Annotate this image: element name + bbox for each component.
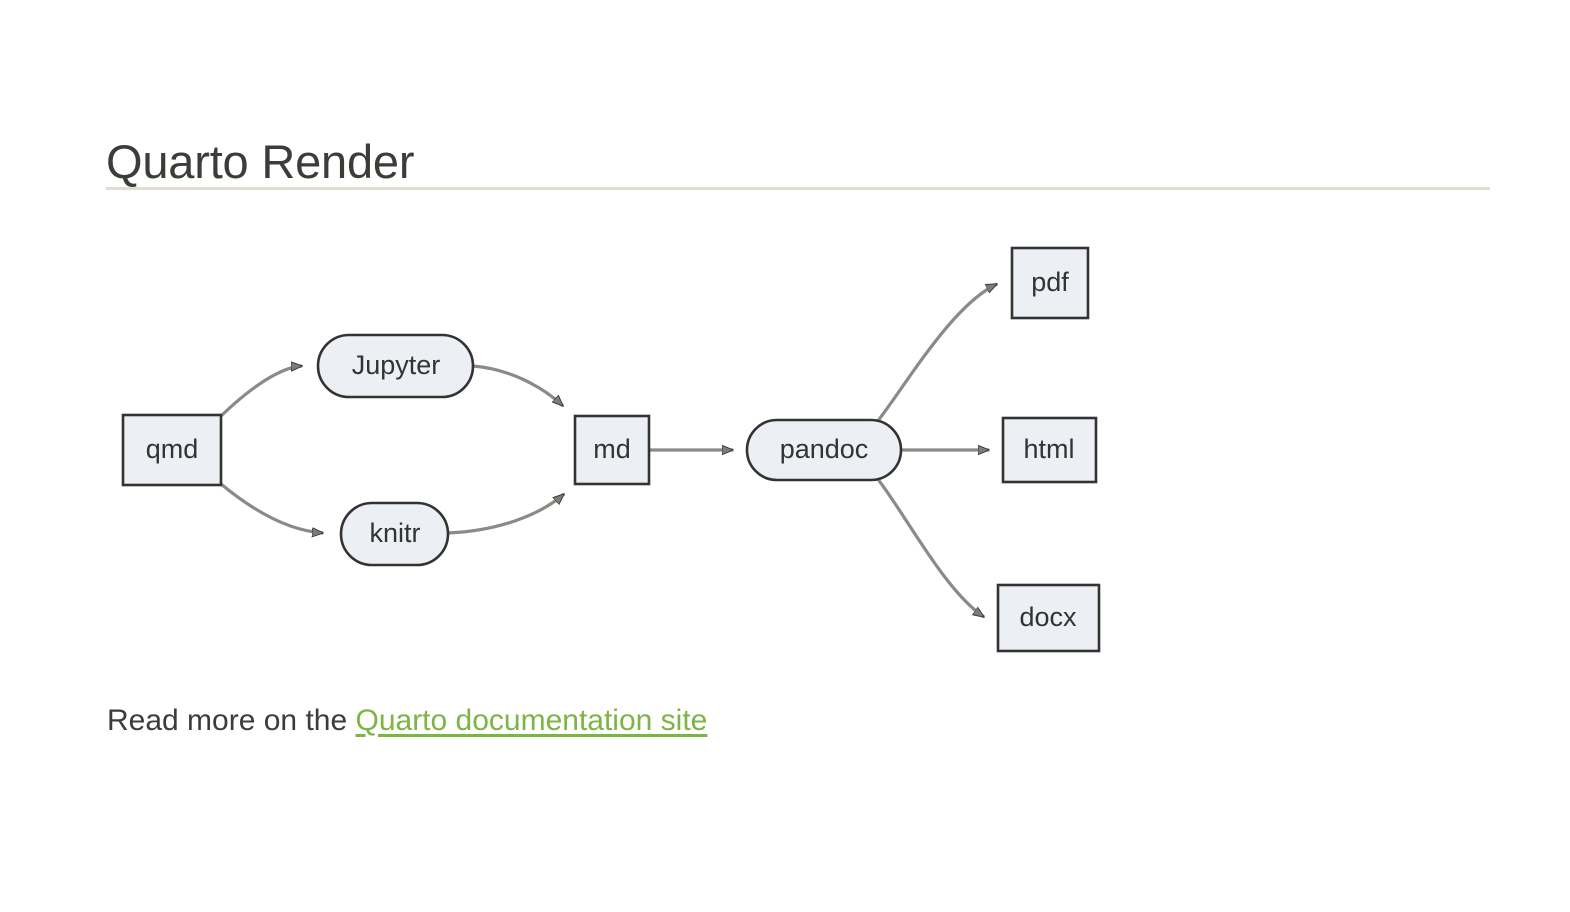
edge-pandoc-to-docx — [875, 477, 984, 619]
node-jupyter-label: Jupyter — [352, 350, 441, 380]
page-title: Quarto Render — [106, 135, 415, 189]
edge-jupyter-to-md — [472, 364, 563, 406]
node-html[interactable]: html — [1001, 416, 1098, 484]
node-md-shape — [573, 414, 651, 486]
read-more-paragraph: Read more on the Quarto documentation si… — [107, 701, 707, 742]
read-more-lead-text: Read more on the — [107, 704, 356, 737]
node-md[interactable]: md — [573, 414, 651, 486]
edge-qmd-to-jupyter — [219, 366, 302, 418]
node-pdf[interactable]: pdf — [1010, 246, 1090, 320]
node-knitr-label: knitr — [369, 518, 420, 548]
node-jupyter-shape — [316, 333, 475, 399]
node-knitr[interactable]: knitr — [339, 501, 450, 567]
node-jupyter[interactable]: Jupyter — [316, 333, 475, 399]
edge-knitr-to-md — [447, 492, 564, 535]
node-qmd[interactable]: qmd — [121, 413, 223, 487]
diagram-nodes: qmd Jupyter knitr md pandoc — [121, 246, 1101, 653]
node-html-label: html — [1023, 434, 1074, 464]
title-divider — [106, 187, 1490, 190]
node-docx-shape — [996, 583, 1101, 653]
node-qmd-shape — [121, 413, 223, 487]
node-pandoc-shape — [745, 418, 903, 482]
diagram-edges — [219, 282, 997, 619]
node-knitr-shape — [339, 501, 450, 567]
node-pandoc-label: pandoc — [780, 434, 869, 464]
node-qmd-label: qmd — [146, 434, 199, 464]
node-md-label: md — [593, 434, 631, 464]
node-docx-label: docx — [1019, 602, 1077, 632]
node-pandoc[interactable]: pandoc — [745, 418, 903, 482]
quarto-render-flowchart: qmd Jupyter knitr md pandoc — [106, 215, 1166, 653]
edge-pandoc-to-pdf — [875, 282, 997, 423]
edge-qmd-to-knitr — [219, 482, 323, 533]
quarto-documentation-link[interactable]: Quarto documentation site — [355, 704, 708, 737]
node-pdf-label: pdf — [1031, 267, 1069, 297]
node-html-shape — [1001, 416, 1098, 484]
node-pdf-shape — [1010, 246, 1090, 320]
node-docx[interactable]: docx — [996, 583, 1101, 653]
